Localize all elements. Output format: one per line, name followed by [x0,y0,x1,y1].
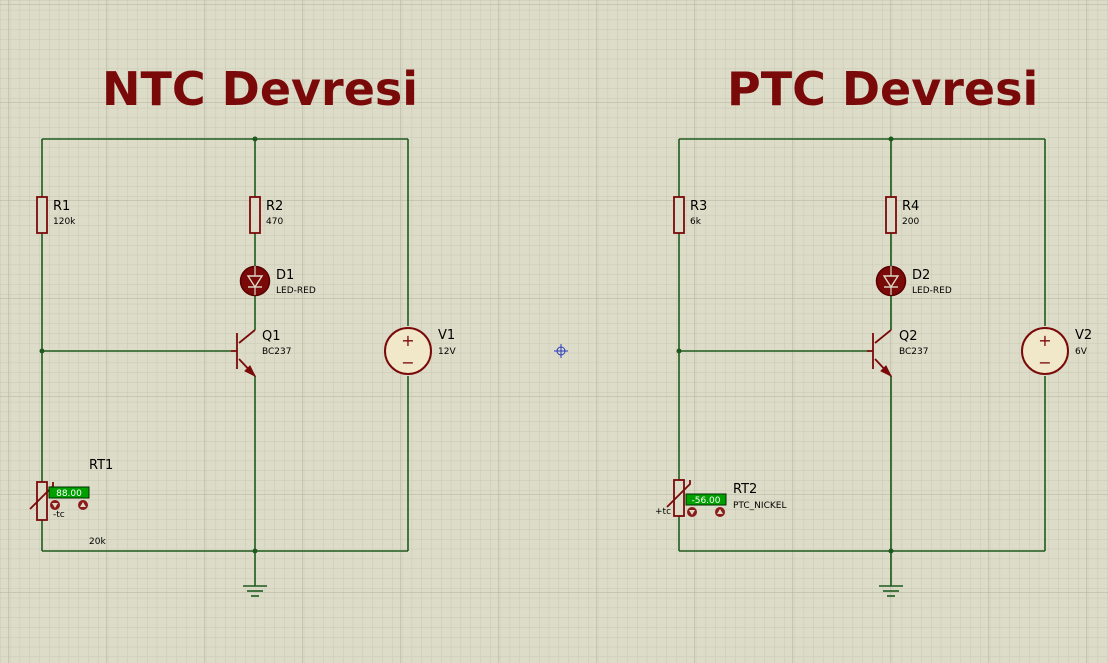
ptc-ground-icon[interactable] [879,585,903,597]
r3-label: R3 [690,199,707,214]
ptc-junction-bottom [888,548,894,554]
r3-value: 6k [690,217,702,227]
ntc-junction-top [252,136,258,142]
ptc-circuit: R3 6k R4 200 D2 LED-RED Q2 BC237 + [655,136,1092,597]
transistor-q2-icon[interactable] [867,329,893,378]
v2-label: V2 [1075,328,1092,343]
resistor-r1[interactable] [36,196,48,234]
rt2-value: PTC_NICKEL [733,501,786,511]
d1-value: LED-RED [276,286,316,296]
r1-label: R1 [53,199,70,214]
ntc-title: NTC Devresi [102,62,419,116]
rt2-display [685,493,727,506]
ntc-ground-icon[interactable] [243,585,267,597]
rt1-decrease-icon[interactable] [50,500,60,510]
v1-value: 12V [438,347,456,357]
voltage-source-v2-icon[interactable]: + − [1021,327,1069,375]
rt2-increase-icon[interactable] [715,507,725,517]
v2-value: 6V [1075,347,1088,357]
led-d2-icon[interactable] [875,265,907,297]
crosshair-cursor-icon [554,344,568,358]
d1-label: D1 [276,268,294,283]
d2-label: D2 [912,268,930,283]
r2-label: R2 [266,199,283,214]
ntc-junction-base [39,348,45,354]
resistor-r4[interactable] [885,196,897,234]
q1-label: Q1 [262,329,281,344]
rt2-label: RT2 [733,482,757,497]
thermistor-rt1[interactable] [29,481,54,521]
thermistor-rt2[interactable] [666,479,691,517]
ntc-junction-bottom [252,548,258,554]
voltage-source-v1-icon[interactable]: + − [384,327,432,375]
rt1-display [48,486,90,499]
d2-value: LED-RED [912,286,952,296]
q1-value: BC237 [262,347,291,357]
resistor-r2[interactable] [249,196,261,234]
rt2-reading: -56.00 [691,496,720,506]
rt1-reading: 88.00 [56,489,82,499]
v1-plus-sign: + [401,331,414,350]
q2-value: BC237 [899,347,928,357]
v1-label: V1 [438,328,455,343]
led-d1-icon[interactable] [239,265,271,297]
rt1-value: 20k [89,537,106,547]
ptc-junction-base [676,348,682,354]
r1-value: 120k [53,217,76,227]
r2-value: 470 [266,217,283,227]
ptc-junction-top [888,136,894,142]
v1-minus-sign: − [401,353,414,372]
r4-label: R4 [902,199,919,214]
v2-minus-sign: − [1038,353,1051,372]
rt1-increase-icon[interactable] [78,500,88,510]
r4-value: 200 [902,217,919,227]
transistor-q1-icon[interactable] [231,329,257,378]
ptc-title: PTC Devresi [727,62,1039,116]
ntc-circuit: R1 120k R2 470 D1 LED-RED Q1 BC237 + [29,136,456,597]
q2-label: Q2 [899,329,918,344]
resistor-r3[interactable] [673,196,685,234]
v2-plus-sign: + [1038,331,1051,350]
rt2-decrease-icon[interactable] [687,507,697,517]
rt1-tc-label: -tc [53,510,65,520]
rt2-tc-label: +tc [655,507,671,517]
rt1-label: RT1 [89,458,113,473]
